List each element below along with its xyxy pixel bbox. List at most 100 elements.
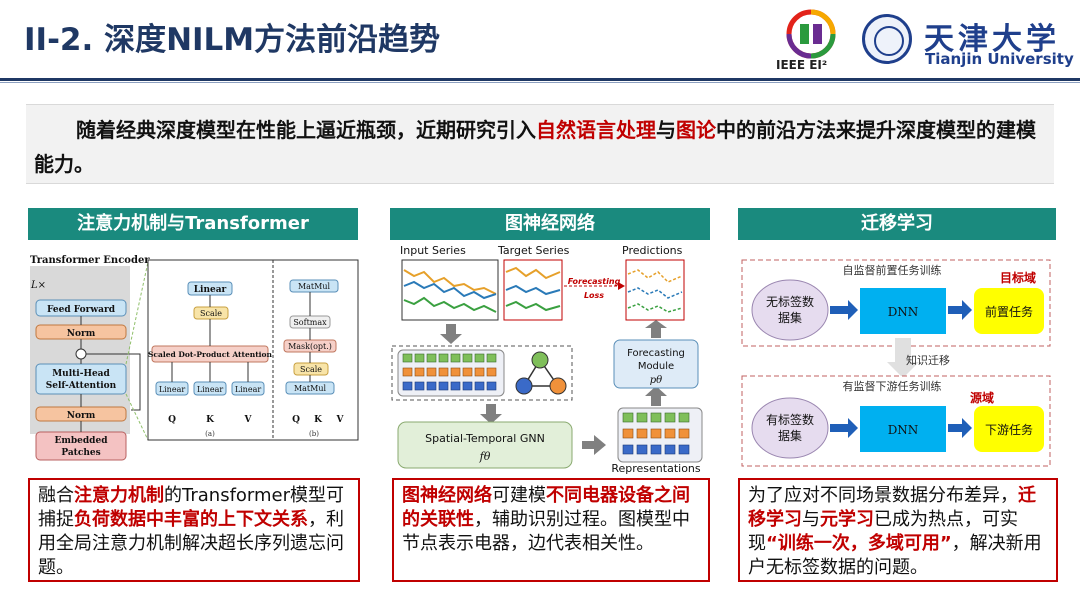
- forecasting-module-line1: Forecasting: [627, 348, 685, 359]
- dnn-label-top: DNN: [888, 305, 919, 319]
- down-arrow-icon: [440, 324, 462, 344]
- v-label-b: V: [336, 415, 345, 425]
- mask-label: Mask(opt.): [288, 342, 332, 351]
- input-series-label: Input Series: [400, 244, 466, 257]
- caption-text: 与: [802, 509, 820, 530]
- ieee-ei-logo: [786, 9, 836, 59]
- softmax-label: Softmax: [293, 318, 327, 327]
- caption-highlight: 注意力机制: [74, 485, 164, 506]
- unlabeled-line2: 据集: [778, 310, 802, 325]
- rep-row-orange: [622, 428, 690, 439]
- k-label-a: K: [206, 415, 215, 425]
- caption-highlight: 迁移学习: [748, 485, 1036, 530]
- subfig-b-label: (b): [309, 430, 319, 438]
- knowledge-transfer-label: 知识迁移: [906, 353, 950, 367]
- v-label-a: V: [244, 415, 253, 425]
- labeled-line2: 据集: [778, 428, 802, 443]
- stgnn-label: Spatial-Temporal GNN: [425, 432, 545, 445]
- caption-highlight: 图神经网络: [402, 485, 492, 506]
- arrow-icon-1: [830, 300, 858, 320]
- feed-forward-label: Feed Forward: [47, 305, 116, 315]
- caption-highlight: 不同电器设备之间的关联性: [402, 485, 690, 530]
- representations-label: Representations: [611, 462, 701, 474]
- up-arrow-icon-2: [645, 320, 667, 338]
- transformer-figure: Transformer Encoder L× Feed Forward Norm…: [30, 255, 359, 461]
- caption-transfer: 为了应对不同场景数据分布差异，迁移学习与元学习已成为热点，可实现“训练一次，多域…: [738, 478, 1058, 582]
- page-title: II-2. 深度NILM方法前沿趋势: [24, 22, 441, 58]
- subfig-a-label: (a): [205, 430, 215, 438]
- encoder-repeat-label: L×: [30, 280, 46, 291]
- matmul-bottom-label: MatMul: [294, 384, 327, 393]
- residual-add-icon: [75, 348, 87, 360]
- concat-scale-block: [193, 306, 229, 320]
- caption-text: 为了应对不同场景数据分布差异，: [748, 485, 1018, 506]
- caption-highlight: “训练一次，多域可用”: [766, 533, 952, 554]
- finetune-title: 有监督下游任务训练: [843, 379, 942, 393]
- heading-transfer: 迁移学习: [738, 208, 1056, 240]
- caption-text: 的Transformer模型可捕捉: [38, 485, 345, 530]
- ieee-ei-label: IEEE EI²: [776, 58, 828, 72]
- scale-label: Scale: [300, 365, 322, 374]
- caption-text: ，辅助识别过程。图模型中节点表示电器，边代表相关性。: [402, 509, 690, 554]
- intro-highlight-graph: 图论: [676, 118, 716, 142]
- forecasting-module-line2: Module: [638, 361, 674, 372]
- caption-text: ，解决新用户无标签数据的问题。: [748, 533, 1042, 578]
- k-label-b: K: [314, 415, 323, 425]
- intro-highlight-nlp: 自然语言处理: [536, 118, 656, 142]
- dnn-block-top: [860, 288, 946, 334]
- caption-text: ，利用全局注意力机制解决超长序列遗忘问题。: [38, 509, 344, 578]
- q-label-a: Q: [168, 415, 176, 425]
- forecasting-loss-line1: Forecasting: [568, 277, 621, 286]
- dnn-block-bottom: [860, 406, 946, 452]
- stgnn-block: [397, 421, 573, 469]
- mha-label-line1: Multi-Head: [52, 369, 110, 379]
- intro-text-2: 与: [656, 118, 676, 142]
- pretrain-title: 自监督前置任务训练: [843, 263, 942, 277]
- heading-gnn: 图神经网络: [390, 208, 710, 240]
- embedded-label-line2: Patches: [61, 448, 100, 458]
- embedded-label-line1: Embedded: [54, 436, 108, 446]
- mha-label-line2: Self-Attention: [46, 381, 117, 391]
- norm-label-top: Norm: [67, 329, 96, 339]
- sdpa-label: Scaled Dot-Product Attention: [148, 350, 272, 359]
- stgnn-symbol: fθ: [479, 450, 491, 463]
- caption-text: 融合: [38, 485, 74, 506]
- caption-highlight: 负荷数据中丰富的上下文关系: [74, 509, 308, 530]
- predictions-label: Predictions: [622, 244, 683, 257]
- norm-label-bottom: Norm: [67, 411, 96, 421]
- matmul-top-block: [289, 279, 339, 293]
- unlabeled-dataset-node: [751, 279, 829, 341]
- tianjin-university-name-en: Tianjin University: [925, 50, 1074, 68]
- tianjin-university-seal-icon: [862, 14, 912, 64]
- rep-row-green: [622, 412, 690, 423]
- up-arrow-icon: [645, 386, 667, 406]
- encoder-title: Transformer Encoder: [30, 255, 150, 266]
- matmul-top-label: MatMul: [298, 282, 331, 291]
- linear-q-label: Linear: [159, 385, 186, 394]
- scale-block: [293, 362, 329, 376]
- gnn-figure: Input Series Target Series Predictions F…: [391, 244, 703, 474]
- tianjin-university-name-cn: 天津大学: [924, 22, 1060, 57]
- forecasting-module-symbol: pθ: [650, 375, 662, 386]
- pretext-task-label: 前置任务: [985, 304, 1033, 319]
- downstream-task-block: [974, 406, 1044, 452]
- downstream-task-label: 下游任务: [985, 422, 1033, 437]
- caption-text: 已成为热点，可实现: [748, 509, 1018, 554]
- forecasting-module-block: [613, 339, 699, 389]
- rep-row-blue: [622, 444, 690, 455]
- caption-text: 可建模: [492, 485, 546, 506]
- arrow-icon-2: [948, 300, 972, 320]
- graph-structure-icon: [515, 351, 567, 395]
- title-divider-thin: [0, 82, 1080, 83]
- down-arrow-icon-2: [480, 404, 502, 424]
- labeled-line1: 有标签数: [766, 412, 814, 427]
- source-domain-label: 源域: [970, 390, 994, 405]
- intro-paragraph: 随着经典深度模型在性能上逼近瓶颈，近期研究引入自然语言处理与图论中的前沿方法来提…: [26, 104, 1054, 184]
- target-series-label: Target Series: [497, 244, 570, 257]
- intro-text-3: 中的前沿方法来提升深度模型的建模能力。: [34, 118, 1036, 176]
- linear-k-label: Linear: [197, 385, 224, 394]
- target-domain-label: 目标域: [1000, 270, 1036, 285]
- knowledge-transfer-arrow-icon: [887, 338, 919, 378]
- forecasting-loss-line2: Loss: [584, 291, 604, 300]
- right-arrow-icon: [582, 435, 606, 455]
